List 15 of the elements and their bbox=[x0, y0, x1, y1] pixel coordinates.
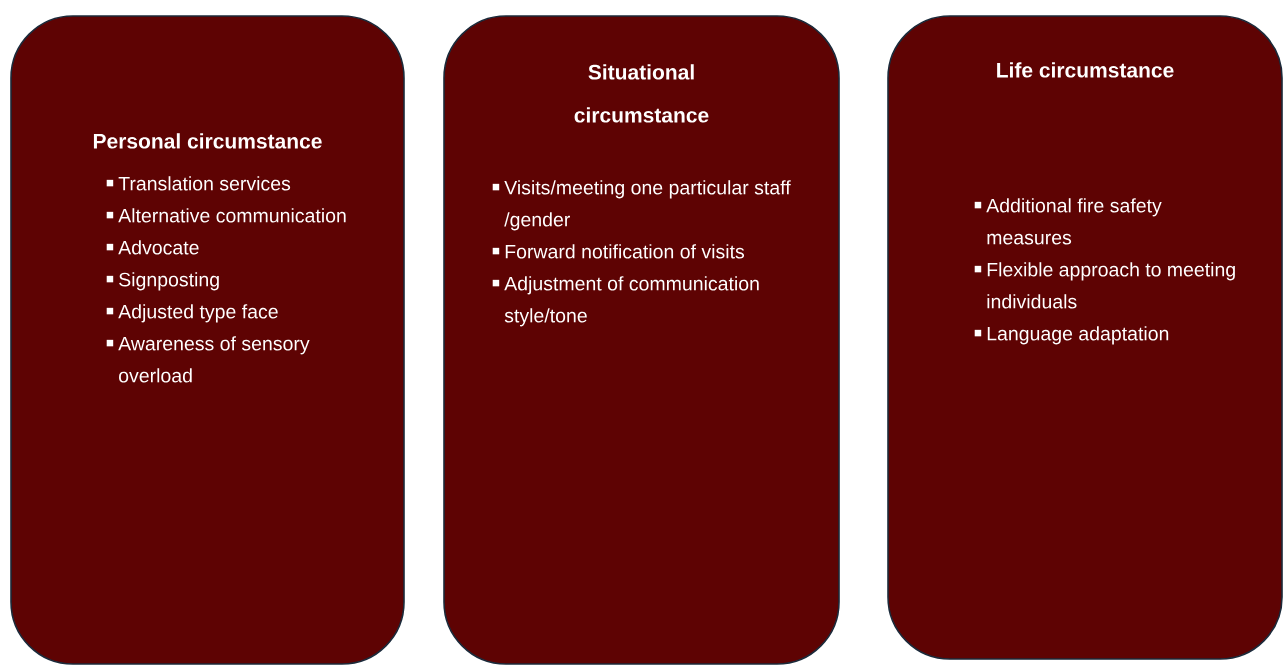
bullet-item: Visits/meeting one particular staff /gender bbox=[492, 180, 791, 231]
heading: Life circumstance bbox=[997, 62, 1174, 78]
bullet-item: Translation services bbox=[106, 176, 291, 191]
bullet-item: Advocate bbox=[106, 240, 199, 255]
heading: Personal circumstance bbox=[93, 133, 322, 149]
bullet-item: Language adaptation bbox=[974, 326, 1169, 345]
bullet-item: Additional fire safety measures bbox=[974, 198, 1162, 245]
bullet-item: Adjusted type face bbox=[106, 304, 278, 323]
bullet-item: Flexible approach to meeting individuals bbox=[974, 262, 1235, 309]
bullet-item: Adjustment of communication style/tone bbox=[492, 276, 759, 327]
bullet-item: Signposting bbox=[106, 272, 219, 291]
bullet-item: Awareness of sensory overload bbox=[106, 336, 310, 383]
bullet-item: Alternative communication bbox=[106, 208, 346, 223]
bullet-item: Forward notification of visits bbox=[492, 244, 745, 259]
heading: Situational circumstance bbox=[574, 64, 709, 123]
